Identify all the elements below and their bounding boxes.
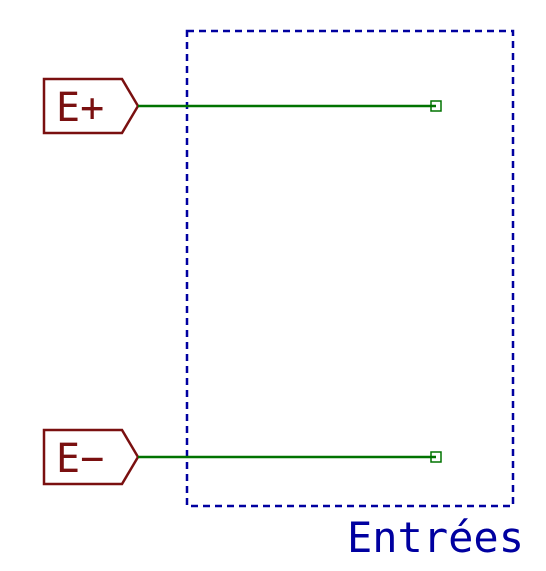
group-box [185,29,515,508]
wire-end-marker-e-minus[interactable] [430,451,442,463]
hier-label-e-minus-text: E− [56,436,104,482]
hier-label-e-plus[interactable]: E+ [42,77,140,135]
hier-label-e-minus[interactable]: E− [42,428,140,486]
hier-label-e-minus-shape [42,428,140,486]
group-label: Entrées [347,513,524,562]
wire-end-marker-e-plus[interactable] [430,100,442,112]
hier-label-e-plus-text: E+ [56,85,104,131]
hier-label-e-plus-shape [42,77,140,135]
